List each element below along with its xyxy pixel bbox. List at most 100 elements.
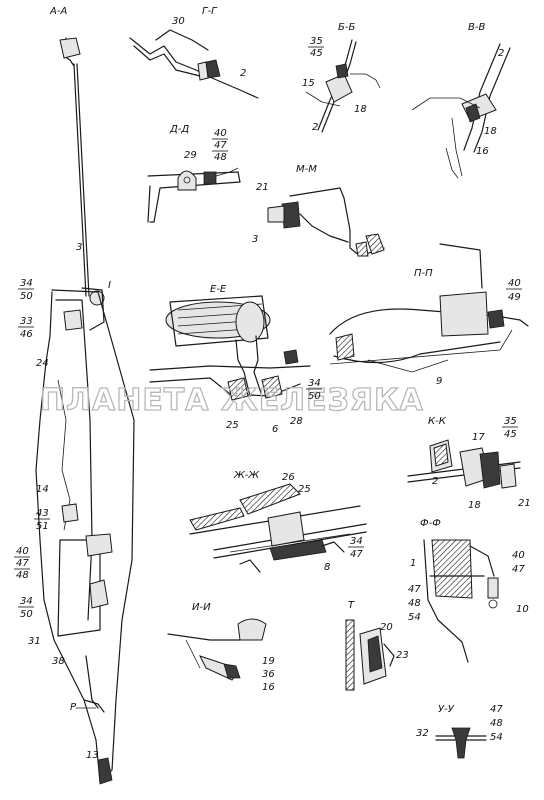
callout-label: 34	[20, 278, 33, 289]
callout-label: 40	[214, 128, 227, 139]
callout-label: 25	[298, 484, 311, 495]
section-title-f-f: Ф-Ф	[420, 518, 441, 529]
callout-label: 2	[312, 122, 318, 133]
callout-label: 47	[512, 564, 525, 575]
section-title-d-d: Д-Д	[169, 124, 189, 135]
callout-label: 36	[262, 669, 275, 680]
callout-labels: 30 2 35 45 15 18 2 2 18 16 40 47 48 29 2…	[16, 16, 531, 761]
callout-label: 21	[256, 182, 269, 193]
callout-label: 40	[508, 278, 521, 289]
callout-label: 9	[436, 376, 442, 387]
callout-label: 28	[290, 416, 303, 427]
callout-label: 38	[52, 656, 65, 667]
callout-label: 26	[282, 472, 295, 483]
callout-label: 49	[508, 292, 521, 303]
callout-label: 48	[408, 598, 421, 609]
section-title-a-a: А-А	[49, 6, 67, 17]
section-title-i-i: И-И	[192, 602, 211, 613]
callout-label: 34	[20, 596, 33, 607]
callout-label: 3	[76, 242, 82, 253]
section-title-g-g: Г-Г	[202, 6, 218, 17]
section-title-u-u: У-У	[438, 704, 455, 715]
callout-label: 25	[226, 420, 239, 431]
callout-label: 16	[476, 146, 489, 157]
section-title-t: Т	[348, 600, 355, 611]
section-k-k-drawing	[407, 439, 521, 489]
section-g-g-drawing	[129, 29, 259, 99]
callout-label: 40	[512, 550, 525, 561]
callout-label: 21	[518, 498, 531, 509]
section-b-b-drawing	[305, 39, 381, 133]
callout-label: 32	[416, 728, 429, 739]
section-title-e-e: Е-Е	[210, 284, 227, 295]
callout-label: 47	[16, 558, 29, 569]
section-title-zh-zh: Ж-Ж	[233, 470, 260, 481]
callout-label: 2	[432, 476, 438, 487]
callout-label: 48	[490, 718, 503, 729]
callout-label: 19	[262, 656, 275, 667]
callout-label: 2	[240, 68, 246, 79]
callout-label: 3	[252, 234, 258, 245]
callout-label: 33	[20, 316, 33, 327]
callout-label: 47	[408, 584, 421, 595]
callout-label: 20	[380, 622, 393, 633]
callout-label: 45	[310, 48, 323, 59]
callout-label: 35	[310, 36, 323, 47]
callout-label: 17	[472, 432, 485, 443]
section-e-e-drawing	[149, 295, 311, 401]
section-t-drawing	[345, 619, 395, 691]
callout-label: 35	[504, 416, 517, 427]
callout-label: 34	[308, 378, 321, 389]
section-title-p-p: П-П	[414, 268, 433, 279]
callout-label: 24	[36, 358, 49, 369]
callout-label: 50	[308, 391, 321, 402]
callout-label: 48	[214, 152, 227, 163]
callout-label: 15	[302, 78, 315, 89]
section-i-i-drawing	[167, 618, 267, 681]
section-title-v-v: В-В	[468, 22, 485, 33]
callout-label: 47	[214, 140, 227, 151]
callout-label: 34	[350, 536, 363, 547]
callout-label: 47	[490, 704, 503, 715]
section-title-b-b: Б-Б	[338, 22, 355, 33]
section-p-p-drawing	[329, 243, 529, 373]
callout-label: 50	[20, 291, 33, 302]
section-zh-zh-drawing	[189, 483, 367, 573]
callout-label: 6	[272, 424, 278, 435]
callout-label: 50	[20, 609, 33, 620]
section-d-d-drawing	[147, 167, 241, 223]
view-i-label: I	[108, 280, 111, 291]
section-title-m-m: М-М	[296, 164, 317, 175]
callout-label: 10	[516, 604, 529, 615]
callout-label: 48	[16, 570, 29, 581]
section-v-v-drawing	[411, 43, 511, 179]
callout-label: 14	[36, 484, 49, 495]
callout-label: 31	[28, 636, 41, 647]
section-u-u-drawing	[435, 727, 487, 759]
callout-label: 47	[350, 549, 363, 560]
callout-label: 30	[172, 16, 185, 27]
callout-label: 29	[184, 150, 197, 161]
section-m-m-drawing	[267, 187, 385, 257]
watermark-text: ПЛАНЕТА ЖЕЛЕЗЯКА	[40, 383, 424, 418]
callout-label: 16	[262, 682, 275, 693]
callout-label: 45	[504, 429, 517, 440]
callout-label: 18	[354, 104, 367, 115]
callout-label: 18	[484, 126, 497, 137]
callout-label: 51	[36, 521, 49, 532]
callout-label: 1	[410, 558, 416, 569]
callout-label: 43	[36, 508, 49, 519]
section-title-k-k: К-К	[428, 416, 447, 427]
callout-label: 13	[86, 750, 99, 761]
callout-label: 46	[20, 329, 33, 340]
callout-label: 18	[468, 500, 481, 511]
view-arrow-p-label: Р	[70, 702, 77, 713]
callout-label: 54	[490, 732, 503, 743]
door-panel-drawing	[35, 37, 135, 785]
callout-label: 40	[16, 546, 29, 557]
callout-label: 2	[498, 48, 504, 59]
callout-label: 23	[396, 650, 409, 661]
callout-label: 8	[324, 562, 330, 573]
callout-label: 54	[408, 612, 421, 623]
